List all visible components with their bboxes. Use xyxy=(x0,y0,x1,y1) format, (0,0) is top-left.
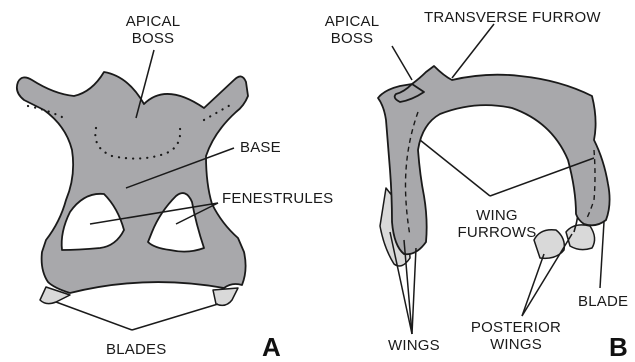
leader-wing-furrows-left xyxy=(420,140,490,196)
label-posterior-wings-2: WINGS xyxy=(490,336,542,353)
blade-right xyxy=(213,288,238,305)
leader-wings-3 xyxy=(412,248,416,334)
label-apical-boss-a-2: BOSS xyxy=(132,30,174,47)
label-base: BASE xyxy=(240,139,281,156)
leader-transverse-furrow xyxy=(452,24,494,78)
panel-b: APICAL BOSS TRANSVERSE FURROW WING FURRO… xyxy=(325,9,628,362)
label-wing-furrows-2: FURROWS xyxy=(458,224,537,241)
label-blades: BLADES xyxy=(106,341,166,358)
label-transverse-furrow: TRANSVERSE FURROW xyxy=(424,9,601,26)
leader-apical-boss-b xyxy=(392,46,412,80)
leader-blades-right xyxy=(132,304,218,330)
label-apical-boss-b-1: APICAL xyxy=(325,13,380,30)
label-wings: WINGS xyxy=(388,337,440,354)
label-apical-boss-b-2: BOSS xyxy=(331,30,373,47)
leader-blades-left xyxy=(56,302,132,330)
label-posterior-wings-1: POSTERIOR xyxy=(471,319,561,336)
panel-a: APICAL BOSS BASE FENESTRULES BLADES A xyxy=(17,13,334,362)
panel-letter-b: B xyxy=(609,332,628,362)
label-fenestrules: FENESTRULES xyxy=(222,190,333,207)
label-blade: BLADE xyxy=(578,293,628,310)
panel-letter-a: A xyxy=(262,332,281,362)
leader-blade-b xyxy=(600,222,604,288)
base-shape xyxy=(17,72,248,293)
label-wing-furrows-1: WING xyxy=(476,207,518,224)
label-apical-boss-a-1: APICAL xyxy=(126,13,181,30)
